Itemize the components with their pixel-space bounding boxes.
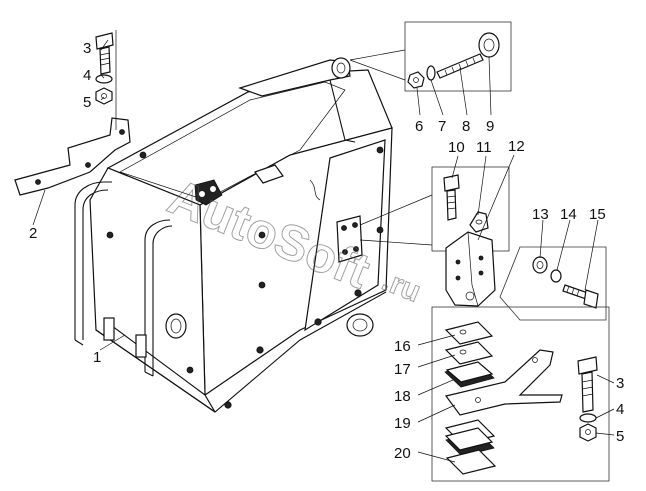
detail-box-13-15 bbox=[499, 246, 607, 321]
callout-6: 6 bbox=[415, 118, 423, 135]
detail-box-6-9 bbox=[349, 21, 512, 92]
callout-10: 10 bbox=[448, 139, 465, 156]
callout-8: 8 bbox=[462, 118, 470, 135]
callout-3a: 3 bbox=[83, 40, 91, 57]
callout-4b: 4 bbox=[616, 401, 624, 418]
callout-12: 12 bbox=[508, 138, 525, 155]
detail-box-10-12 bbox=[359, 166, 510, 307]
callout-14: 14 bbox=[560, 206, 577, 223]
mounting-bracket-2 bbox=[14, 117, 131, 196]
drain-plug bbox=[346, 313, 374, 337]
pad-20 bbox=[445, 449, 497, 475]
callout-15: 15 bbox=[589, 206, 606, 223]
callout-labels: 1 2 3 4 5 6 7 8 9 10 11 12 13 14 15 16 1… bbox=[29, 40, 624, 462]
leader-lines bbox=[32, 39, 615, 463]
bolt-stack-left bbox=[95, 30, 117, 130]
callout-3b: 3 bbox=[616, 375, 624, 392]
tank-valve bbox=[194, 179, 223, 206]
pad-16 bbox=[444, 321, 494, 345]
tank-fasteners bbox=[106, 146, 384, 409]
callout-2: 2 bbox=[29, 225, 37, 242]
strap-19 bbox=[444, 349, 563, 416]
pads-and-strap bbox=[431, 306, 610, 482]
tank-handles bbox=[74, 181, 173, 377]
front-port bbox=[165, 313, 187, 339]
tank-top-bracket bbox=[238, 59, 351, 97]
callout-1: 1 bbox=[93, 349, 101, 366]
callout-5a: 5 bbox=[83, 94, 91, 111]
callout-4a: 4 bbox=[83, 67, 91, 84]
callout-20: 20 bbox=[394, 445, 411, 462]
pad-17 bbox=[444, 341, 494, 365]
callout-19: 19 bbox=[394, 415, 411, 432]
callout-5b: 5 bbox=[616, 428, 624, 445]
callout-18: 18 bbox=[394, 388, 411, 405]
callout-16: 16 bbox=[394, 338, 411, 355]
callout-13: 13 bbox=[532, 206, 549, 223]
callout-9: 9 bbox=[486, 118, 494, 135]
callout-11: 11 bbox=[476, 139, 492, 156]
callout-7: 7 bbox=[438, 118, 446, 135]
callout-17: 17 bbox=[394, 361, 411, 378]
